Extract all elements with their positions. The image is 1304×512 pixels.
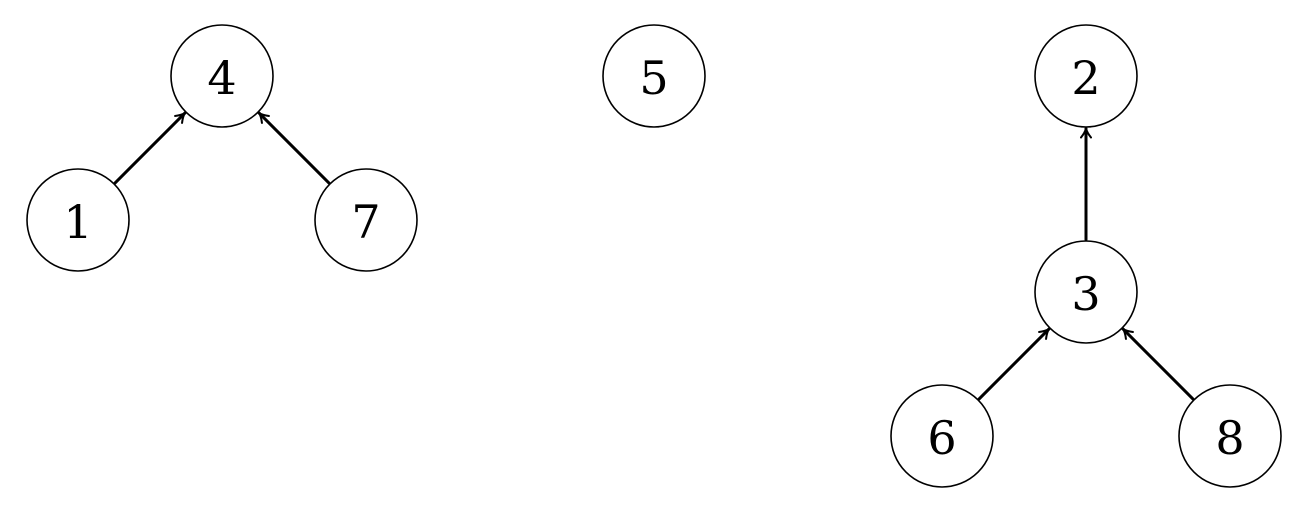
- node-2-circle: [1034, 24, 1138, 128]
- node-3: 3: [1034, 240, 1138, 344]
- node-5-label: 5: [639, 51, 668, 105]
- node-7-label: 7: [351, 195, 380, 249]
- node-7-circle: [314, 168, 418, 272]
- edge-6-to-3: [977, 327, 1051, 401]
- node-6-label: 6: [927, 411, 956, 465]
- node-2-label: 2: [1071, 51, 1100, 105]
- node-5-circle: [602, 24, 706, 128]
- node-1-label: 1: [63, 195, 92, 249]
- node-5: 5: [602, 24, 706, 128]
- node-4: 4: [170, 24, 274, 128]
- node-2: 2: [1034, 24, 1138, 128]
- edge-7-to-4: [257, 111, 331, 185]
- edges: [113, 111, 1195, 401]
- edge-8-to-3: [1121, 327, 1195, 401]
- node-1-circle: [26, 168, 130, 272]
- node-8-circle: [1178, 384, 1282, 488]
- node-4-label: 4: [207, 51, 236, 105]
- node-4-circle: [170, 24, 274, 128]
- node-1: 1: [26, 168, 130, 272]
- node-7: 7: [314, 168, 418, 272]
- node-3-label: 3: [1071, 267, 1100, 321]
- node-6-circle: [890, 384, 994, 488]
- node-8-label: 8: [1215, 411, 1244, 465]
- node-6: 6: [890, 384, 994, 488]
- node-8: 8: [1178, 384, 1282, 488]
- node-3-circle: [1034, 240, 1138, 344]
- edge-1-to-4: [113, 111, 187, 185]
